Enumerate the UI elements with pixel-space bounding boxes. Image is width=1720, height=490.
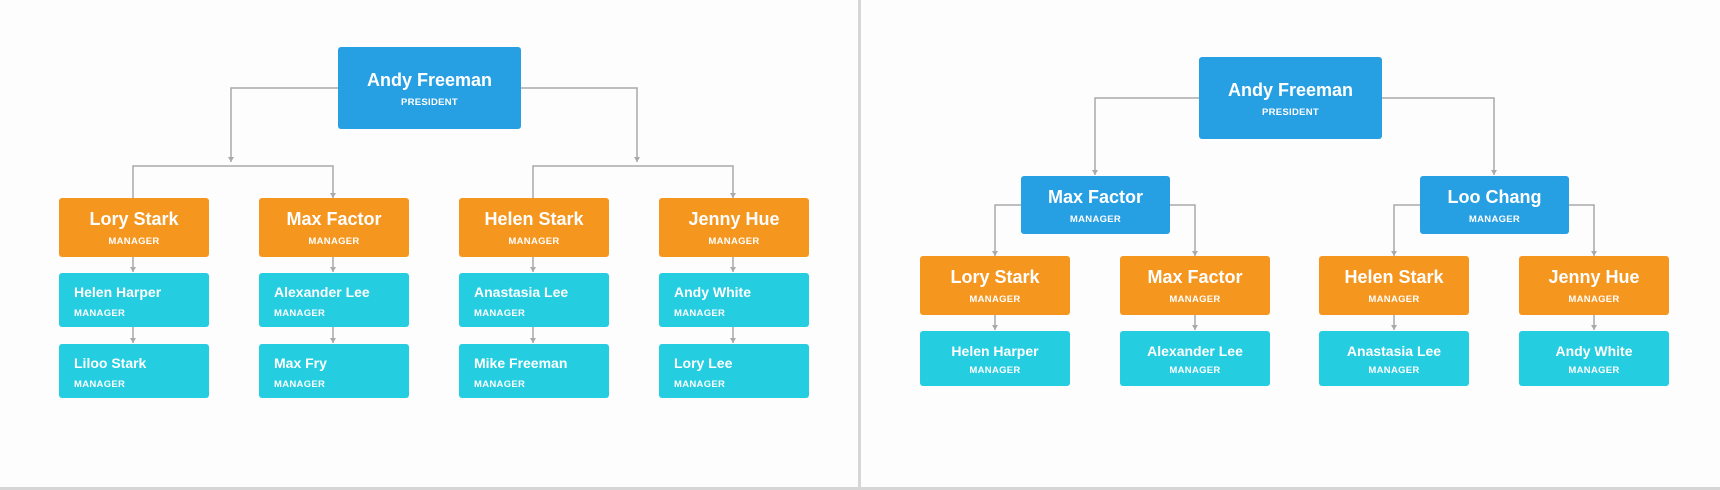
president-role: PRESIDENT [1261, 106, 1320, 118]
manager-name: Helen Stark [484, 209, 584, 229]
manager-name: Lory Stark [950, 267, 1040, 287]
report-role: MANAGER [474, 379, 526, 390]
manager-role: MANAGER [1368, 294, 1420, 305]
right-manager-node-2: Max Factor MANAGER [1120, 256, 1270, 315]
manager-role: MANAGER [708, 236, 760, 247]
report-role: MANAGER [74, 379, 126, 390]
report-name: Andy White [1555, 342, 1633, 359]
left-report-node: Lory Lee MANAGER [659, 344, 809, 398]
left-manager-node-2: Max Factor MANAGER [259, 198, 409, 257]
manager-name: Jenny Hue [688, 209, 780, 229]
manager-role: MANAGER [1169, 294, 1221, 305]
manager-name: Lory Stark [89, 209, 179, 229]
report-role: MANAGER [674, 379, 726, 390]
report-role: MANAGER [274, 308, 326, 319]
report-name: Anastasia Lee [1346, 342, 1442, 359]
report-role: MANAGER [1368, 364, 1420, 376]
right-report-node: Andy White MANAGER [1519, 331, 1669, 386]
manager-role: MANAGER [1568, 294, 1620, 305]
report-role: MANAGER [74, 308, 126, 319]
report-name: Alexander Lee [1147, 342, 1243, 359]
director-role: MANAGER [1069, 213, 1122, 225]
right-president-node: Andy Freeman PRESIDENT [1199, 57, 1382, 139]
director-name: Max Factor [1047, 186, 1144, 207]
manager-name: Max Factor [1147, 267, 1243, 287]
report-name: Alexander Lee [274, 284, 370, 300]
report-name: Helen Harper [74, 284, 162, 300]
report-name: Lory Lee [674, 355, 733, 371]
report-role: MANAGER [969, 364, 1021, 376]
right-report-node: Helen Harper MANAGER [920, 331, 1070, 386]
left-president-node: Andy Freeman PRESIDENT [338, 47, 521, 129]
report-name: Andy White [674, 284, 751, 300]
president-name: Andy Freeman [1227, 79, 1354, 100]
report-name: Helen Harper [951, 342, 1039, 359]
left-report-node: Helen Harper MANAGER [59, 273, 209, 327]
report-role: MANAGER [674, 308, 726, 319]
right-manager-node-3: Helen Stark MANAGER [1319, 256, 1469, 315]
manager-name: Helen Stark [1344, 267, 1444, 287]
left-report-node: Max Fry MANAGER [259, 344, 409, 398]
manager-name: Jenny Hue [1548, 267, 1640, 287]
manager-name: Max Factor [286, 209, 382, 229]
right-report-node: Anastasia Lee MANAGER [1319, 331, 1469, 386]
right-director-node-1: Max Factor MANAGER [1021, 176, 1170, 234]
president-role: PRESIDENT [400, 96, 459, 108]
right-report-node: Alexander Lee MANAGER [1120, 331, 1270, 386]
bottom-rule [0, 487, 1720, 490]
report-role: MANAGER [474, 308, 526, 319]
right-director-node-2: Loo Chang MANAGER [1420, 176, 1569, 234]
left-report-node: Alexander Lee MANAGER [259, 273, 409, 327]
manager-role: MANAGER [108, 236, 160, 247]
director-role: MANAGER [1468, 213, 1521, 225]
report-name: Liloo Stark [74, 355, 147, 371]
left-report-node: Mike Freeman MANAGER [459, 344, 609, 398]
left-manager-node-1: Lory Stark MANAGER [59, 198, 209, 257]
report-name: Mike Freeman [474, 355, 568, 371]
director-name: Loo Chang [1447, 186, 1542, 207]
president-name: Andy Freeman [366, 69, 493, 90]
left-report-node: Liloo Stark MANAGER [59, 344, 209, 398]
left-manager-node-3: Helen Stark MANAGER [459, 198, 609, 257]
right-manager-node-1: Lory Stark MANAGER [920, 256, 1070, 315]
left-manager-node-4: Jenny Hue MANAGER [659, 198, 809, 257]
left-report-node: Andy White MANAGER [659, 273, 809, 327]
manager-role: MANAGER [508, 236, 560, 247]
panel-divider [858, 0, 861, 490]
report-role: MANAGER [1169, 364, 1221, 376]
left-report-node: Anastasia Lee MANAGER [459, 273, 609, 327]
manager-role: MANAGER [969, 294, 1021, 305]
report-role: MANAGER [274, 379, 326, 390]
report-role: MANAGER [1568, 364, 1620, 376]
manager-role: MANAGER [308, 236, 360, 247]
report-name: Anastasia Lee [474, 284, 569, 300]
report-name: Max Fry [274, 355, 327, 371]
right-manager-node-4: Jenny Hue MANAGER [1519, 256, 1669, 315]
